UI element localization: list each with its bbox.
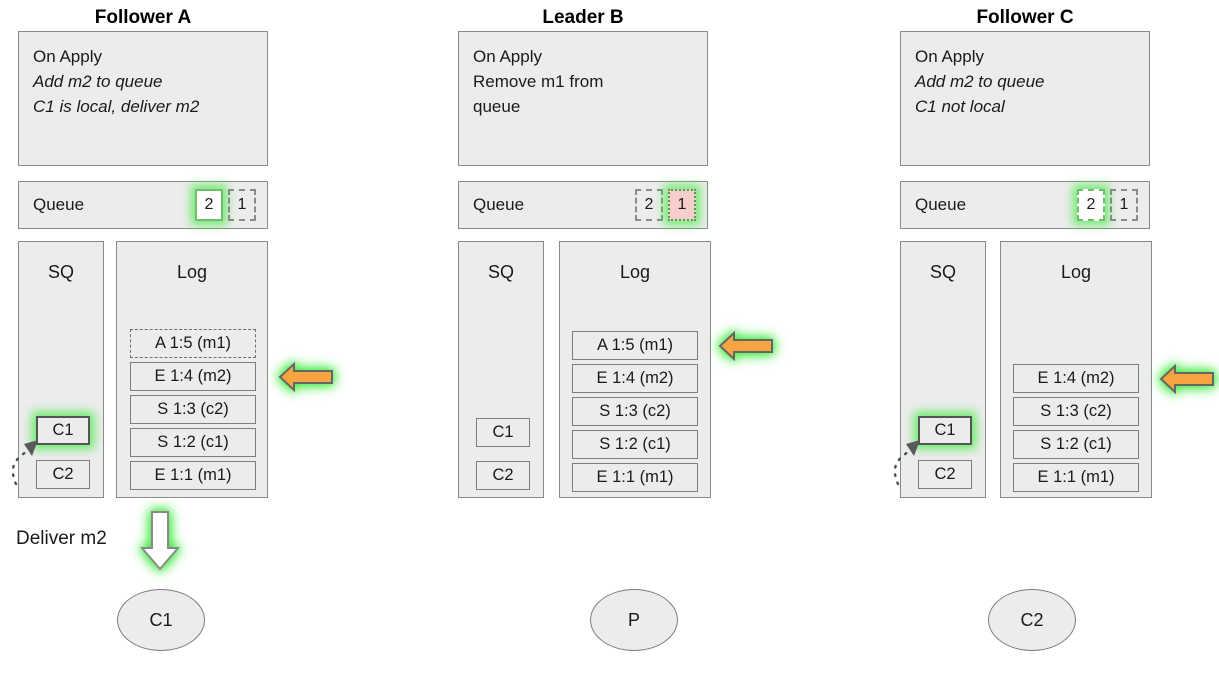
column-title-a: Follower A [94,7,192,28]
on-apply-line-b-0: Remove m1 from [473,72,604,91]
queue-slots-c: 2 1 [1077,189,1138,221]
log-entry-b-1[interactable]: E 1:4 (m2) [572,364,698,393]
client-node-c2[interactable]: C2 [988,589,1076,651]
queue-label-c: Queue [915,195,967,214]
sq-item-a-c1[interactable]: C1 [36,416,90,445]
sq-panel-a: SQ [18,241,104,498]
queue-panel-c: Queue 2 1 [900,181,1150,229]
queue-slot-b-1[interactable]: 1 [668,189,696,221]
commit-pointer-arrow-c [1159,364,1214,394]
queue-panel-b: Queue 2 1 [458,181,708,229]
on-apply-line-b-1: queue [473,97,521,116]
client-node-p[interactable]: P [590,589,678,651]
log-entry-a-4[interactable]: E 1:1 (m1) [130,461,256,490]
log-entry-a-0[interactable]: A 1:5 (m1) [130,329,256,358]
log-entry-c-2[interactable]: S 1:2 (c1) [1013,430,1139,459]
log-header-b: Log [619,262,651,282]
log-entry-b-2[interactable]: S 1:3 (c2) [572,397,698,426]
sq-item-b-c2[interactable]: C2 [476,461,530,490]
log-entry-c-0[interactable]: E 1:4 (m2) [1013,364,1139,393]
on-apply-line-c-1: C1 not local [915,97,1005,116]
on-apply-panel-a: On Apply Add m2 to queue C1 is local, de… [18,31,268,166]
on-apply-heading-b: On Apply [473,47,542,66]
deliver-down-arrow-a [139,511,181,571]
incoming-dotted-arrow-a [11,440,38,486]
log-header-a: Log [176,262,208,282]
log-entry-c-3[interactable]: E 1:1 (m1) [1013,463,1139,492]
queue-slot-c-1[interactable]: 1 [1110,189,1138,221]
sq-header-c: SQ [929,262,956,282]
sq-item-c-c1[interactable]: C1 [918,416,972,445]
queue-slot-a-2[interactable]: 2 [195,189,223,221]
log-entry-a-3[interactable]: S 1:2 (c1) [130,428,256,457]
sq-panel-b: SQ [458,241,544,498]
commit-pointer-arrow-a [278,362,333,392]
sq-item-b-c1[interactable]: C1 [476,418,530,447]
queue-label-a: Queue [33,195,85,214]
log-entry-b-3[interactable]: S 1:2 (c1) [572,430,698,459]
sq-item-c-c2[interactable]: C2 [918,460,972,489]
deliver-label-a: Deliver m2 [16,528,107,549]
on-apply-line-a-0: Add m2 to queue [33,72,163,91]
sq-header-b: SQ [487,262,514,282]
incoming-dotted-arrow-c [893,440,920,486]
queue-slots-a: 2 1 [195,189,256,221]
queue-slot-c-2[interactable]: 2 [1077,189,1105,221]
on-apply-line-a-1: C1 is local, deliver m2 [33,97,200,116]
queue-panel-a: Queue 2 1 [18,181,268,229]
on-apply-heading-a: On Apply [33,47,102,66]
log-entry-b-0[interactable]: A 1:5 (m1) [572,331,698,360]
log-entry-b-4[interactable]: E 1:1 (m1) [572,463,698,492]
log-entry-c-1[interactable]: S 1:3 (c2) [1013,397,1139,426]
sq-header-a: SQ [47,262,74,282]
sq-item-a-c2[interactable]: C2 [36,460,90,489]
client-node-c1[interactable]: C1 [117,589,205,651]
queue-slot-a-1[interactable]: 1 [228,189,256,221]
on-apply-heading-c: On Apply [915,47,984,66]
on-apply-line-c-0: Add m2 to queue [915,72,1045,91]
column-title-b: Leader B [542,7,624,28]
column-title-c: Follower C [976,7,1074,28]
sq-panel-c: SQ [900,241,986,498]
on-apply-panel-c: On Apply Add m2 to queue C1 not local [900,31,1150,166]
log-entry-a-1[interactable]: E 1:4 (m2) [130,362,256,391]
log-header-c: Log [1060,262,1092,282]
queue-slots-b: 2 1 [635,189,696,221]
commit-pointer-arrow-b [718,331,773,361]
log-entry-a-2[interactable]: S 1:3 (c2) [130,395,256,424]
on-apply-panel-b: On Apply Remove m1 from queue [458,31,708,166]
queue-label-b: Queue [473,195,525,214]
queue-slot-b-2[interactable]: 2 [635,189,663,221]
